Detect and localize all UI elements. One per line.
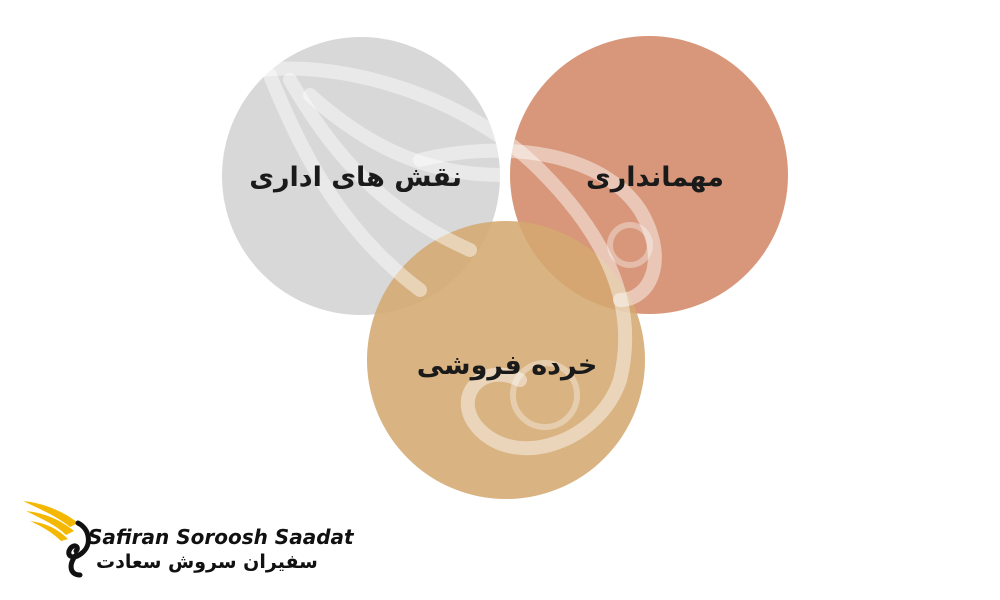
wing-logo-icon (23, 501, 91, 578)
brand-name-en: Safiran Soroosh Saadat (88, 525, 354, 549)
label-retail: خرده فروشی (416, 350, 598, 381)
label-office-roles: نقش های اداری (249, 162, 462, 193)
brand-logo: Safiran Soroosh Saadat سفیران سروش سعادت (18, 493, 354, 583)
label-hospitality: مهمانداری (585, 162, 725, 193)
circle-retail (367, 221, 645, 499)
brand-name-fa: سفیران سروش سعادت (96, 551, 318, 573)
